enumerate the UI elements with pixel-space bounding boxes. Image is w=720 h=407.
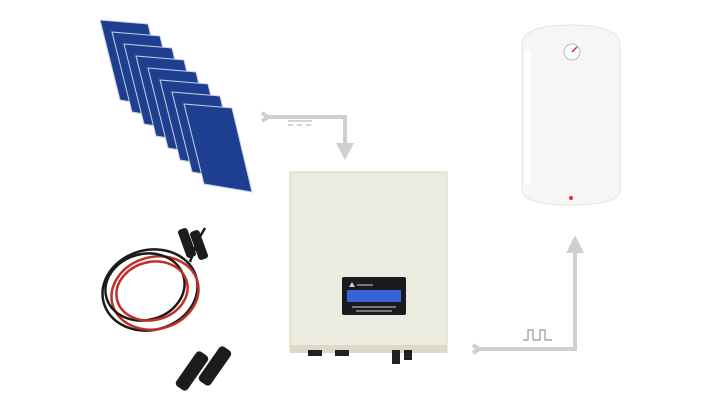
dc-symbol <box>288 120 312 126</box>
ac-arrow-head <box>566 235 584 253</box>
ac-arrow <box>471 250 577 355</box>
solar-panels <box>99 19 253 193</box>
square-wave-symbol <box>523 329 552 341</box>
logo-icon <box>349 282 355 287</box>
dc-arrow <box>260 111 347 148</box>
electric-water-heater <box>521 24 621 206</box>
inverter-lcd <box>347 290 401 302</box>
indicator-light <box>569 196 573 200</box>
solar-inverter <box>289 171 448 364</box>
mc4-connectors <box>175 228 232 391</box>
solar-panel <box>183 103 253 193</box>
dc-arrow-head <box>336 143 354 160</box>
